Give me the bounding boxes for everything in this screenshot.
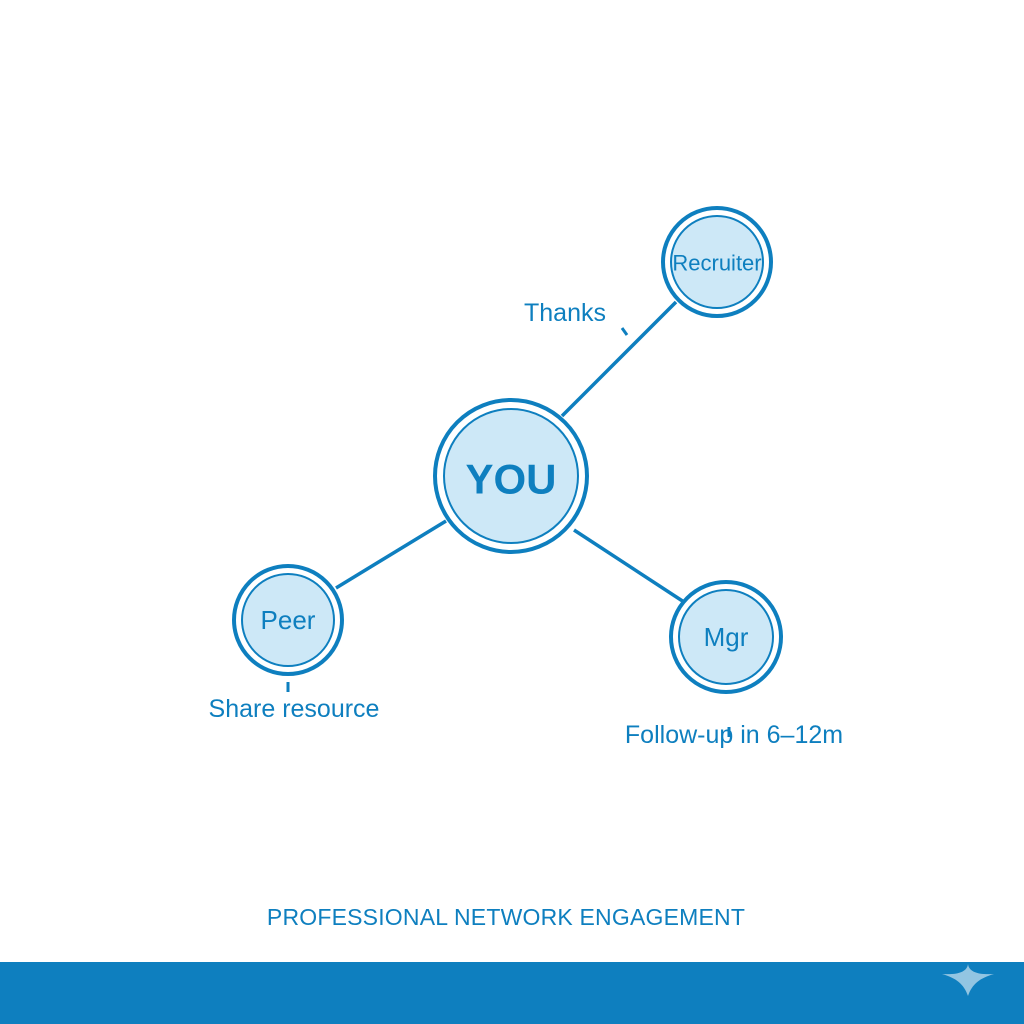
edge-label-tick-thanks (620, 327, 629, 336)
node-peer: Peer (232, 564, 344, 676)
node-label-mgr: Mgr (704, 622, 749, 652)
sparkle-icon (942, 964, 994, 996)
diagram-caption: PROFESSIONAL NETWORK ENGAGEMENT (266, 904, 746, 930)
edge-you-peer (335, 519, 447, 590)
edge-label-share-resource: Share resource (209, 695, 380, 723)
node-label-peer: Peer (261, 605, 316, 635)
edge-you-recruiter (560, 300, 678, 418)
edge-label-thanks: Thanks (524, 299, 606, 327)
edge-label-follow-up: Follow-up in 6–12m (625, 721, 843, 749)
node-mgr: Mgr (669, 580, 783, 694)
node-label-recruiter: Recruiter (672, 251, 761, 276)
node-you: YOU (433, 398, 589, 554)
node-label-you: YOU (465, 456, 556, 503)
edge-you-mgr (573, 528, 685, 604)
node-recruiter: Recruiter (661, 206, 773, 318)
footer-bar (0, 962, 1024, 1024)
